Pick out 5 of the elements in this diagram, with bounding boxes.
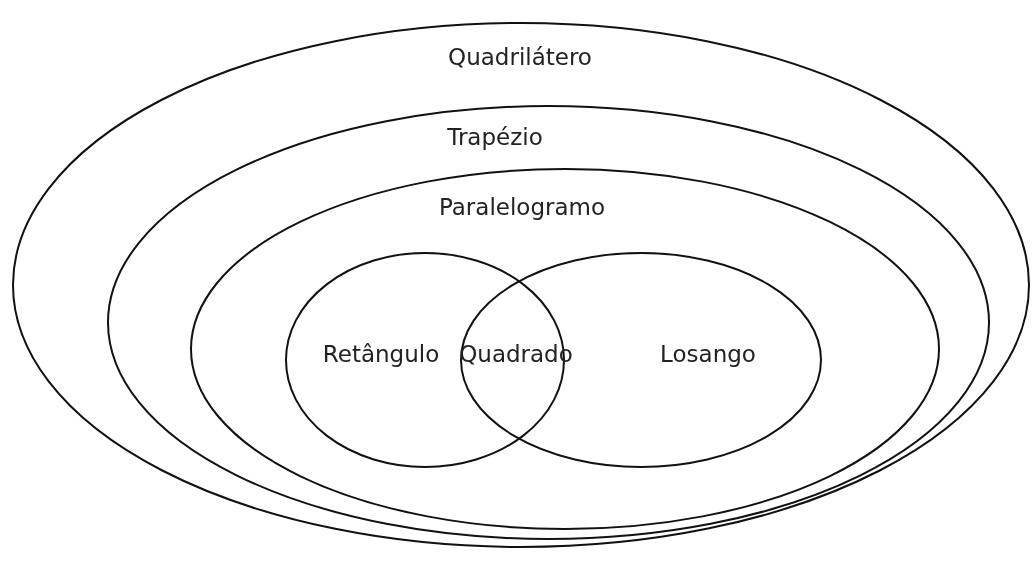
set-label: Paralelogramo: [438, 194, 606, 220]
set-label: Losango: [660, 341, 756, 367]
set-label: Trapézio: [447, 124, 543, 150]
set-label: Quadrilátero: [448, 44, 592, 70]
set-label: Retângulo: [322, 341, 440, 367]
